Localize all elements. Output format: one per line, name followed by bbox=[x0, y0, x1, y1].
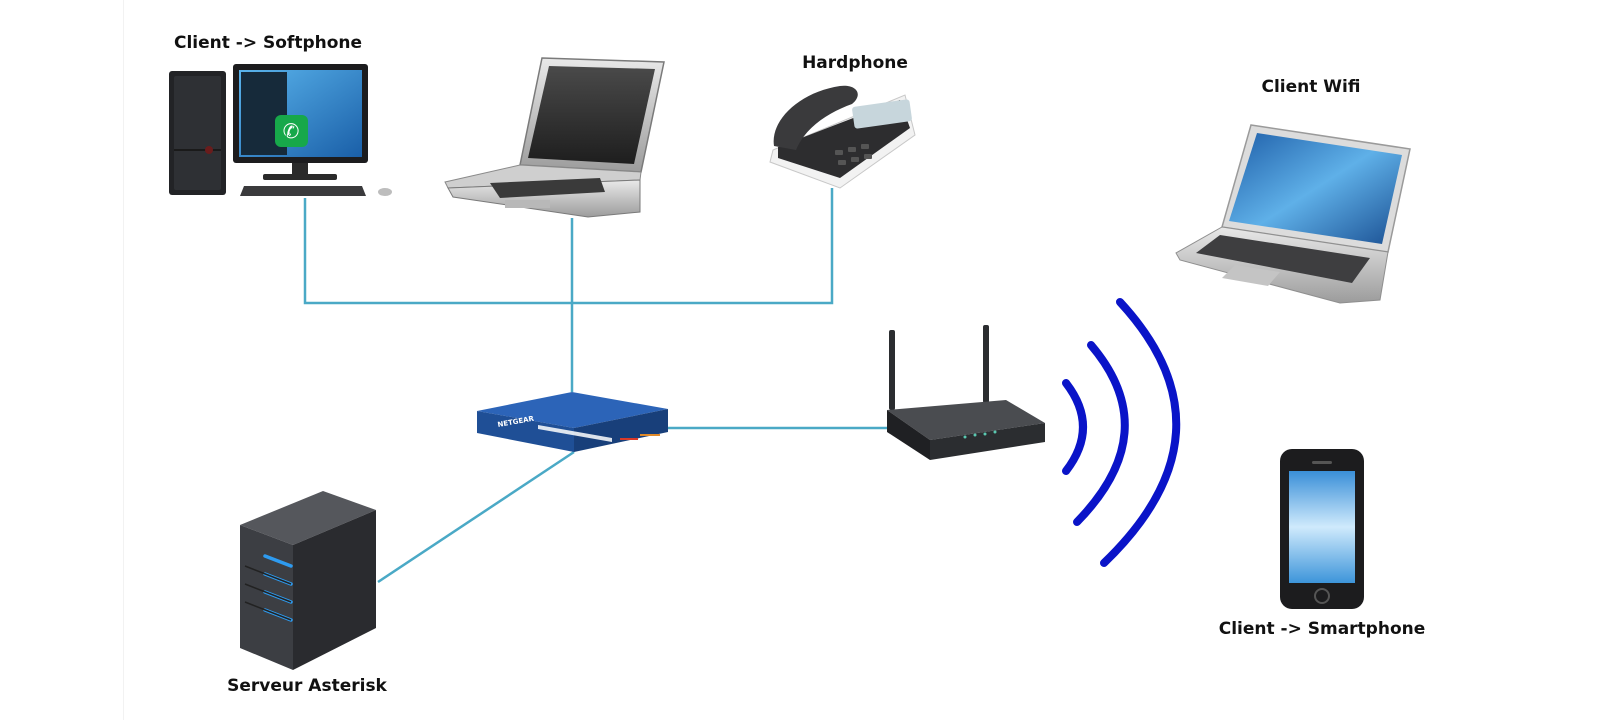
laptop-icon bbox=[444, 57, 665, 218]
switch-icon: NETGEAR bbox=[477, 392, 668, 452]
label-hardphone: Hardphone bbox=[802, 53, 908, 73]
label-server: Serveur Asterisk bbox=[227, 676, 387, 696]
label-softphone: Client -> Softphone bbox=[173, 33, 363, 53]
cable-pc bbox=[303, 188, 834, 305]
server-tower-icon bbox=[240, 491, 376, 670]
smartphone-icon bbox=[1280, 449, 1364, 609]
wifi-waves-icon bbox=[1062, 298, 1181, 567]
macbook-icon bbox=[1175, 124, 1411, 304]
desktop-pc-icon: ✆ bbox=[169, 64, 392, 196]
label-wifi-client: Client Wifi bbox=[1261, 77, 1361, 97]
label-smartphone: Client -> Smartphone bbox=[1218, 619, 1426, 639]
desk-phone-icon bbox=[769, 85, 916, 189]
page-edge bbox=[123, 0, 124, 720]
router-icon bbox=[887, 325, 1045, 460]
ethernet-cables bbox=[303, 188, 890, 584]
softphone-app-icon bbox=[275, 115, 308, 147]
cable-switch-server bbox=[377, 450, 575, 584]
svg-text:✆: ✆ bbox=[283, 119, 300, 143]
